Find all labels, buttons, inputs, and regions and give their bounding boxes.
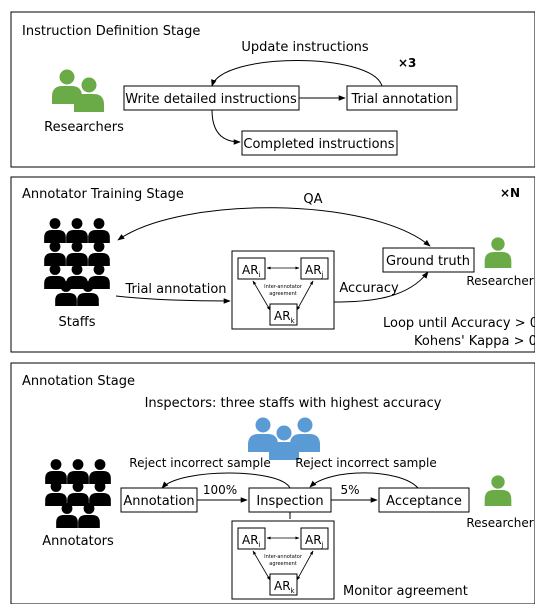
pct-5-label: 5%	[340, 483, 359, 497]
ar-i-label: ARi	[242, 263, 261, 279]
write-instructions-label: Write detailed instructions	[125, 92, 297, 107]
pct-100-label: 100%	[203, 483, 237, 497]
ar-k-label-2: ARk	[274, 579, 296, 595]
trial-annotation-box	[346, 85, 458, 111]
acceptance-label: Acceptance	[386, 494, 462, 509]
inspectors-label: Inspectors: three staffs with highest ac…	[145, 396, 442, 411]
ar-k-box	[269, 303, 298, 326]
repeat-3-label: ×3	[398, 56, 416, 70]
researcher-label-annotation: Researcher	[466, 516, 533, 530]
staffs-label: Staffs	[58, 315, 95, 330]
inspectors-icon	[248, 417, 320, 460]
agreement-caption-4: agreement	[269, 561, 296, 567]
acceptance-box	[378, 487, 470, 513]
ar-j-label: ARj	[305, 263, 324, 279]
annotation-box	[120, 487, 198, 513]
ar-ik-link-2	[252, 550, 271, 581]
accuracy-label: Accuracy	[339, 281, 399, 296]
stage3-title: Annotation Stage	[22, 374, 135, 389]
stage1-frame	[10, 11, 535, 168]
to-completed-arrow	[211, 109, 241, 145]
agreement-caption-1: Inter-annotator	[264, 284, 303, 290]
researcher-icon-training	[484, 237, 512, 268]
completed-instructions-label: Completed instructions	[243, 137, 394, 152]
repeat-n-label: ×N	[500, 186, 520, 200]
trial-annotation-label: Trial annotation	[350, 92, 452, 107]
ar-k-label: ARk	[274, 309, 296, 325]
qa-label: QA	[303, 192, 322, 207]
stage1-title: Instruction Definition Stage	[22, 24, 200, 39]
monitor-agreement-label: Monitor agreement	[343, 584, 468, 599]
update-loop-arrow	[211, 60, 383, 87]
ar-j-label-2: ARj	[305, 533, 324, 549]
reject-to-inspection-arrow	[309, 472, 419, 489]
annotation-stage: Annotation Stage Inspectors: three staff…	[10, 362, 535, 605]
ar-j-box-2	[300, 527, 329, 550]
staffs-crowd-icon	[44, 218, 110, 306]
researcher-icon-annotation	[484, 475, 512, 506]
researchers-label: Researchers	[44, 120, 124, 135]
ar-i-box	[237, 257, 266, 280]
trial-annotation-edge-label: Trial annotation	[124, 282, 226, 297]
researcher-label-training: Researcher	[466, 274, 533, 288]
ground-truth-label: Ground truth	[386, 254, 470, 269]
instruction-definition-stage: Instruction Definition Stage Researchers…	[10, 11, 535, 168]
agreement-caption-2: agreement	[269, 291, 296, 297]
ar-to-ground-truth-arrow	[333, 271, 429, 303]
ar-agreement-cluster-training: ARi ARj ARk Inter-annotator agreement	[231, 250, 335, 330]
annotator-training-stage: Annotator Training Stage QA ×N Staffs Tr…	[10, 176, 535, 353]
ar-jk-link	[296, 280, 314, 311]
ar-agreement-cluster-annotation: ARi ARj ARk Inter-annotator agreement	[231, 520, 335, 600]
staffs-to-ar-arrow	[115, 295, 231, 304]
ar-i-box-2	[237, 527, 266, 550]
stage2-title: Annotator Training Stage	[22, 187, 184, 202]
ar-k-box-2	[269, 573, 298, 596]
inspection-label: Inspection	[256, 494, 323, 509]
ar-jk-link-2	[296, 550, 314, 581]
ar-ik-link	[252, 280, 271, 311]
ar-j-box	[300, 257, 329, 280]
update-instructions-label: Update instructions	[241, 40, 369, 55]
researchers-icon	[52, 69, 104, 112]
completed-instructions-box	[241, 130, 398, 156]
annotators-crowd-icon	[45, 459, 111, 528]
kappa-label: Kohens' Kappa > 0.6	[414, 334, 535, 349]
reject-left-label: Reject incorrect sample	[129, 456, 270, 470]
loop-until-label: Loop until Accuracy > 0.8	[383, 316, 535, 331]
agreement-caption-3: Inter-annotator	[264, 554, 303, 560]
annotation-label: Annotation	[123, 494, 194, 509]
reject-to-annotation-arrow	[161, 472, 291, 489]
ar-i-label-2: ARi	[242, 533, 261, 549]
reject-right-label: Reject incorrect sample	[295, 456, 436, 470]
qa-arrow	[117, 207, 431, 247]
stage2-frame	[10, 176, 535, 353]
annotators-label: Annotators	[42, 534, 114, 549]
ground-truth-box	[382, 247, 475, 273]
